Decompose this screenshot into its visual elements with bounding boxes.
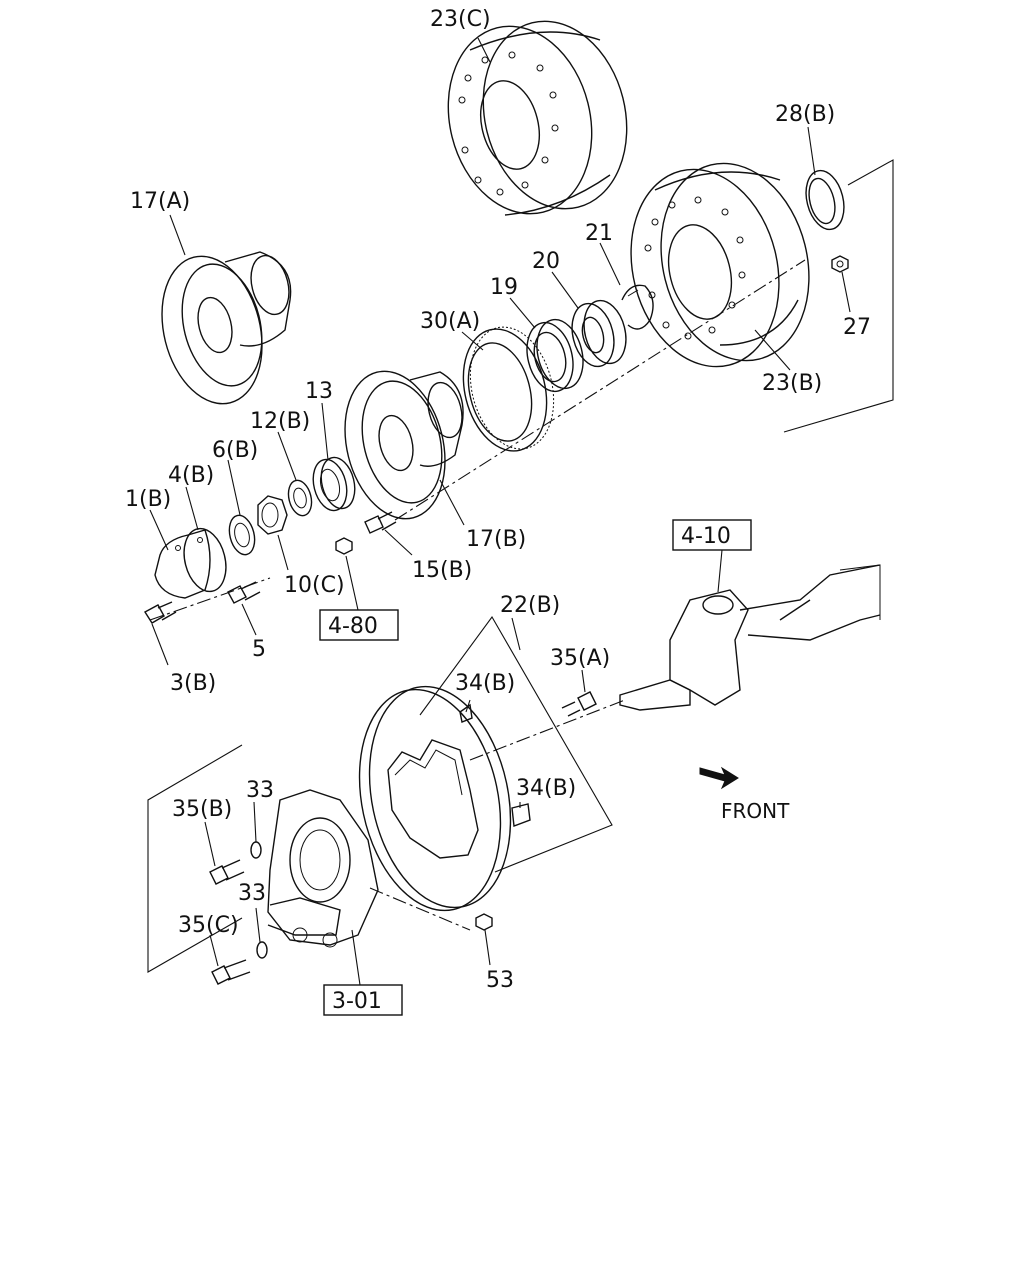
tone-ring-30a[interactable] xyxy=(451,318,566,460)
label-13: 13 xyxy=(305,379,333,404)
assembly-axis-lines xyxy=(149,259,806,931)
ref-box-3-01[interactable]: 3-01 xyxy=(323,984,403,1016)
ref-label-3-01: 3-01 xyxy=(332,989,382,1014)
label-35b: 35(B) xyxy=(172,797,232,822)
nut-53[interactable] xyxy=(475,913,493,931)
brake-drum-23c[interactable] xyxy=(429,6,646,229)
label-20: 20 xyxy=(532,249,560,274)
bolt-35c[interactable] xyxy=(211,959,251,985)
part-labels: 23(C) 28(B) 17(A) 21 20 19 30(A) 27 23(B… xyxy=(125,7,871,993)
label-10c: 10(C) xyxy=(284,573,345,598)
nut-4-80[interactable] xyxy=(335,537,353,555)
label-front: FRONT xyxy=(721,799,790,823)
label-34b-mid: 34(B) xyxy=(516,776,576,801)
label-34b-top: 34(B) xyxy=(455,671,515,696)
nut-10c[interactable] xyxy=(257,495,288,535)
label-23b: 23(B) xyxy=(762,371,822,396)
bearing-6b[interactable] xyxy=(226,513,259,558)
label-19: 19 xyxy=(490,275,518,300)
front-arrow-icon xyxy=(699,766,739,790)
label-17a: 17(A) xyxy=(130,189,190,214)
ref-box-4-80[interactable]: 4-80 xyxy=(319,609,399,641)
hub-17b[interactable] xyxy=(330,361,467,530)
label-1b: 1(B) xyxy=(125,487,171,512)
bolt-15b[interactable] xyxy=(364,511,397,534)
label-53: 53 xyxy=(486,968,514,993)
clip-34b-mid[interactable] xyxy=(511,803,531,827)
axle-knuckle[interactable] xyxy=(619,564,881,711)
label-6b: 6(B) xyxy=(212,438,258,463)
bearing-13[interactable] xyxy=(308,454,360,514)
label-5: 5 xyxy=(252,637,266,662)
group-bracket-22b xyxy=(419,615,613,873)
ref-label-4-80: 4-80 xyxy=(328,614,378,639)
label-23c: 23(C) xyxy=(430,7,491,32)
label-4b: 4(B) xyxy=(168,463,214,488)
label-30a: 30(A) xyxy=(420,309,480,334)
label-35c: 35(C) xyxy=(178,913,239,938)
backing-plate-22b[interactable] xyxy=(340,673,530,923)
label-27: 27 xyxy=(843,315,871,340)
label-12b: 12(B) xyxy=(250,409,310,434)
leader-lines xyxy=(149,37,851,986)
ring-21[interactable] xyxy=(621,284,654,330)
washer-33-top[interactable] xyxy=(250,841,262,859)
ref-box-4-10[interactable]: 4-10 xyxy=(672,519,752,551)
bracket-plate-3-01[interactable] xyxy=(267,789,379,948)
bolt-3b[interactable] xyxy=(144,601,177,624)
label-21: 21 xyxy=(585,221,613,246)
hub-cap-1b-4b[interactable] xyxy=(154,524,232,599)
label-15b: 15(B) xyxy=(412,558,472,583)
group-bracket-right xyxy=(783,159,894,433)
nut-27[interactable] xyxy=(831,255,849,273)
bearing-19[interactable] xyxy=(520,315,590,397)
hub-17a[interactable] xyxy=(147,246,294,415)
label-33-bot: 33 xyxy=(238,881,266,906)
label-17b: 17(B) xyxy=(466,527,526,552)
label-33-top: 33 xyxy=(246,778,274,803)
label-22b: 22(B) xyxy=(500,593,560,618)
label-3b: 3(B) xyxy=(170,671,216,696)
group-bracket-left xyxy=(147,744,243,973)
label-28b: 28(B) xyxy=(775,102,835,127)
ref-label-4-10: 4-10 xyxy=(681,524,731,549)
label-35a: 35(A) xyxy=(550,646,610,671)
bolt-35a[interactable] xyxy=(561,691,597,717)
washer-33-bot[interactable] xyxy=(256,941,268,959)
brake-drum-23b[interactable] xyxy=(611,148,829,383)
washer-12b[interactable] xyxy=(285,478,315,518)
bearing-20[interactable] xyxy=(566,296,632,371)
clip-34b-top[interactable] xyxy=(459,703,473,723)
bolt-35b[interactable] xyxy=(209,859,245,885)
seal-28b[interactable] xyxy=(800,167,849,234)
bolt-5[interactable] xyxy=(227,581,261,604)
